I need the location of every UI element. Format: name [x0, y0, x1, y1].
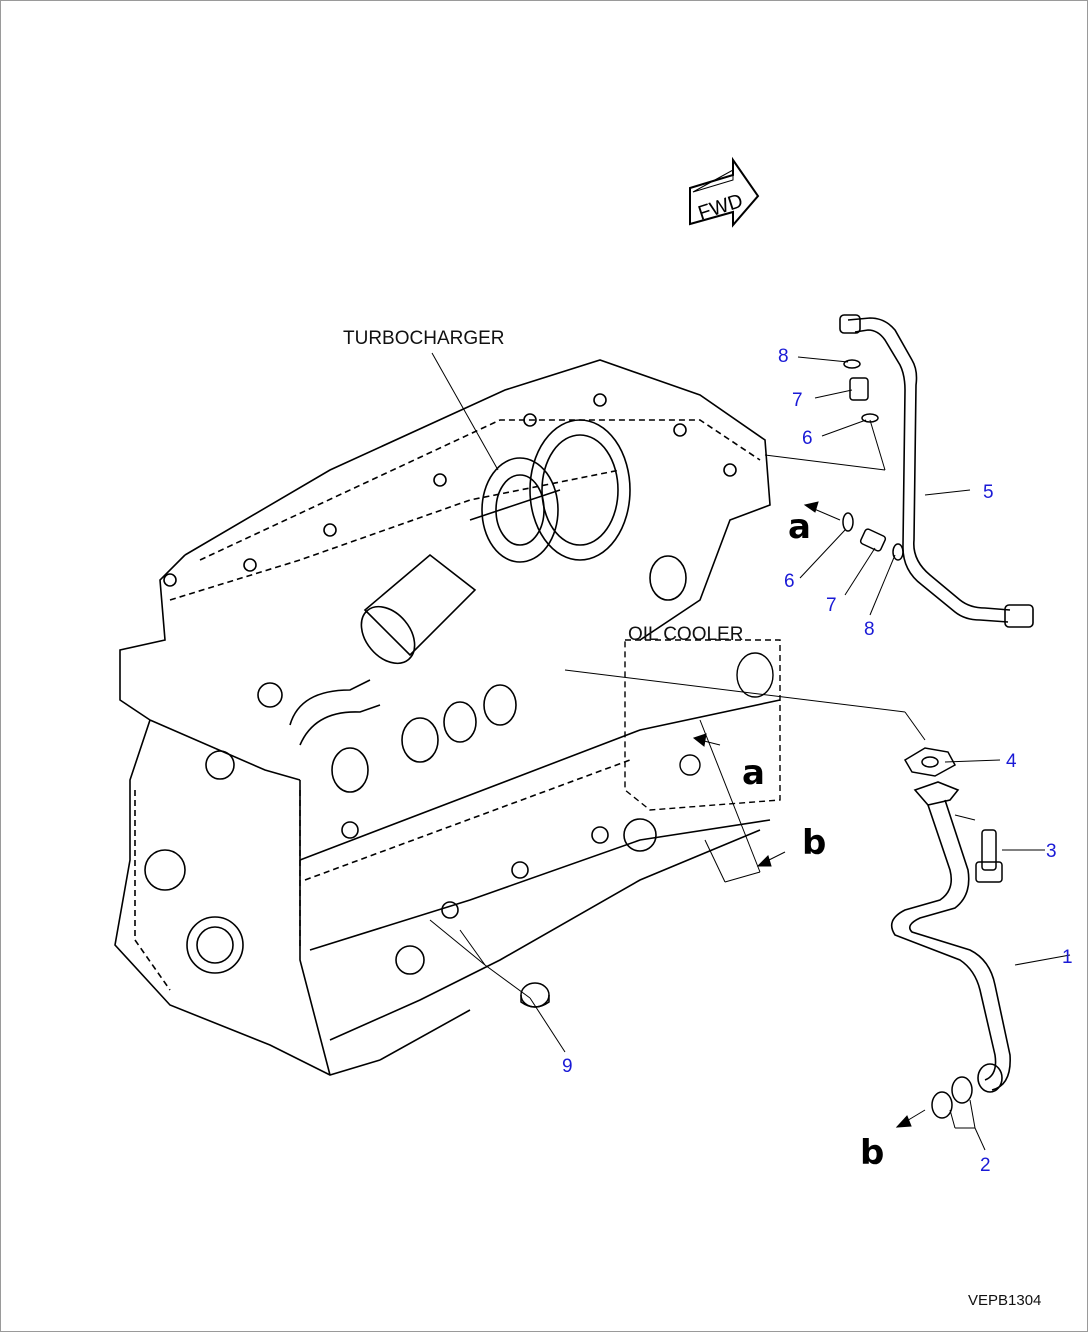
callout-4: 4 [1006, 751, 1017, 772]
fwd-arrow-icon: FWD [689, 156, 760, 228]
oil-pipe-part [890, 781, 1011, 1093]
ref-b-lower: b [860, 1133, 884, 1173]
turbocharger-part [289, 419, 687, 746]
engine-block [114, 359, 781, 1076]
callout-6-lower: 6 [784, 571, 795, 592]
oil-tube-part [839, 314, 1034, 628]
plug-part [520, 982, 550, 1008]
callout-9: 9 [562, 1056, 573, 1077]
callout-7-upper: 7 [792, 390, 803, 411]
callout-2: 2 [980, 1155, 991, 1176]
oil-cooler-part [624, 639, 781, 811]
oil-cooler-label: OIL COOLER [628, 624, 743, 645]
callout-3: 3 [1046, 841, 1057, 862]
ref-a-upper: a [788, 507, 811, 547]
gasket-part [903, 747, 957, 777]
callout-8-upper: 8 [778, 346, 789, 367]
ref-a-lower: a [742, 753, 765, 793]
lower-fittings [842, 512, 904, 561]
callout-6-upper: 6 [802, 428, 813, 449]
callout-7-lower: 7 [826, 595, 837, 616]
ref-b-upper: b [802, 823, 826, 863]
o-ring-part [931, 1076, 973, 1119]
callout-5: 5 [983, 482, 994, 503]
drawing-code: VEPB1304 [968, 1292, 1041, 1309]
upper-fittings [843, 359, 879, 423]
bolt-part [975, 829, 1003, 883]
ref-arrows [692, 501, 926, 1128]
turbocharger-label: TURBOCHARGER [343, 328, 505, 349]
callout-1: 1 [1062, 947, 1073, 968]
callout-8-lower: 8 [864, 619, 875, 640]
leader-lines [429, 356, 1071, 1151]
